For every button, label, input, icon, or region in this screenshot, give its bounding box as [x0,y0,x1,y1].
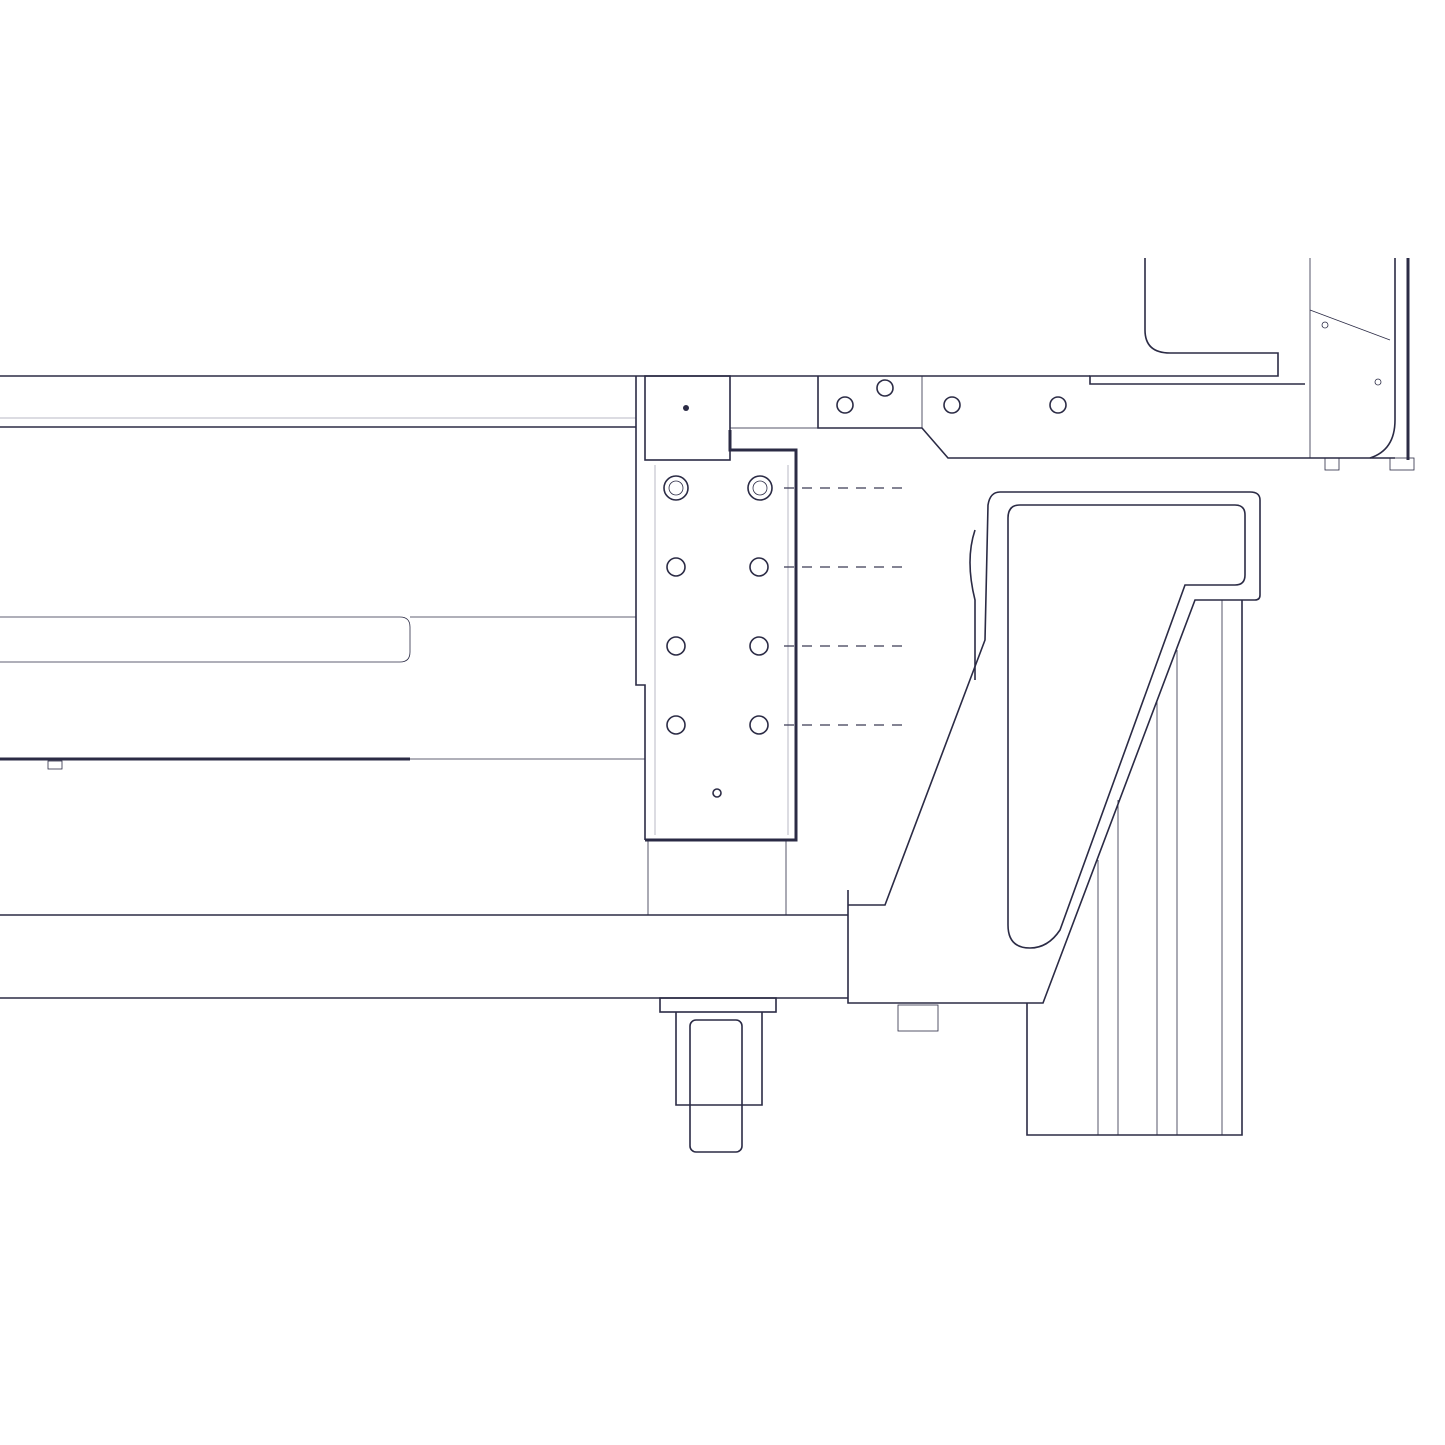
leg-cutout [1007,504,1246,949]
leg-base [1026,600,1243,1136]
hole [749,715,769,735]
mounting-holes [663,475,773,735]
screw-icon [1321,321,1329,329]
caster-wheel [659,997,777,1153]
body-edge [1369,258,1396,459]
top-block [644,375,731,461]
post-lower [647,839,787,916]
top-plate [729,375,819,429]
shelf-foot [47,760,63,770]
bolt-hole [747,475,773,501]
small-hole [712,788,722,798]
post-left-edge [635,376,646,840]
body-panel [1089,258,1305,385]
foot [1389,457,1415,471]
hole [666,557,686,577]
screw-icon [1374,378,1382,386]
bolt-icon [943,396,961,414]
wheel [689,1019,743,1153]
hole [666,715,686,735]
bolt-hole [663,475,689,501]
bracket-plate-edge [645,430,798,842]
bracket-outline [817,376,1395,459]
side-leg [847,491,1261,1136]
bolt-hole-inner [668,480,684,496]
upper-rail [0,375,1090,428]
caster-plate [659,997,777,1013]
latch [969,529,976,680]
alignment-guides [784,487,905,726]
shelf-outline [0,616,411,663]
screw-icon [683,405,689,411]
leg-outline [847,491,1261,1004]
upper-bracket [817,258,1415,471]
nut-icon [897,1004,939,1032]
caster-fork [675,1012,763,1106]
hole [749,557,769,577]
hole [666,636,686,656]
lower-beam [0,914,848,999]
bolt-icon [1049,396,1067,414]
bolt-icon [836,396,854,414]
middle-shelf [0,616,645,770]
foot [1324,457,1340,471]
bolt-hole-inner [752,480,768,496]
bolt-icon [876,379,894,397]
hole [749,636,769,656]
body-side [1309,258,1391,458]
